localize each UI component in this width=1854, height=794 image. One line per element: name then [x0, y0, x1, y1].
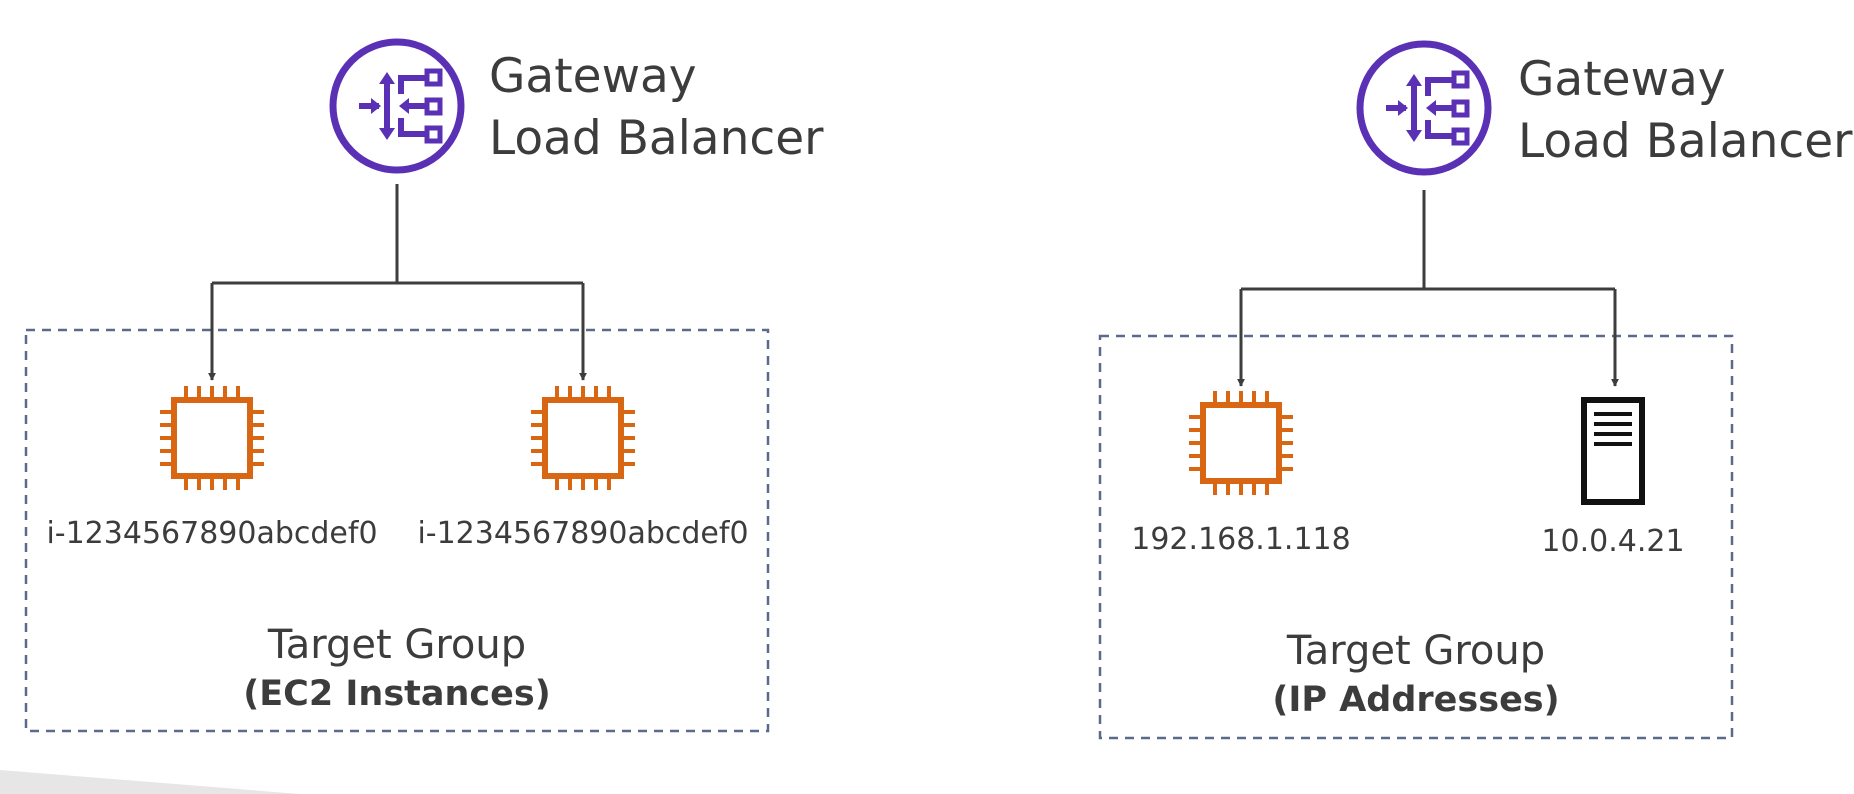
ip-address-label: 192.168.1.118 [1131, 522, 1350, 557]
connector-lines [1237, 190, 1619, 387]
target-group-box [1098, 334, 1734, 740]
target-group-title: Target Group [267, 622, 526, 668]
ec2-instance-icon [1189, 391, 1293, 495]
target-group-subtitle: (IP Addresses) [1272, 680, 1559, 720]
target-group-title: Target Group [1286, 628, 1545, 674]
load-balancer-title-line2: Load Balancer [489, 111, 824, 166]
instance-id-label: i-1234567890abcdef0 [46, 516, 377, 551]
server-icon [1581, 397, 1645, 505]
load-balancer-title-line1: Gateway [489, 49, 697, 104]
instance-id-label: i-1234567890abcdef0 [417, 516, 748, 551]
diagram-ec2-instances: Gateway Load Balancer i-1234567890abcdef… [24, 42, 824, 733]
target-group-subtitle: (EC2 Instances) [243, 674, 550, 714]
gateway-load-balancer-icon [333, 42, 461, 170]
decorative-footer-wedge [0, 770, 300, 794]
load-balancer-title-line2: Load Balancer [1518, 114, 1853, 169]
diagram-ip-addresses: Gateway Load Balancer 192.168.1.118 10.0… [1098, 44, 1853, 740]
connector-lines [208, 184, 587, 381]
ip-address-label: 10.0.4.21 [1541, 524, 1684, 559]
gateway-load-balancer-icon [1360, 44, 1488, 172]
ec2-instance-icon [531, 386, 635, 490]
target-group-box [24, 328, 770, 733]
ec2-instance-icon [160, 386, 264, 490]
load-balancer-title-line1: Gateway [1518, 52, 1726, 107]
